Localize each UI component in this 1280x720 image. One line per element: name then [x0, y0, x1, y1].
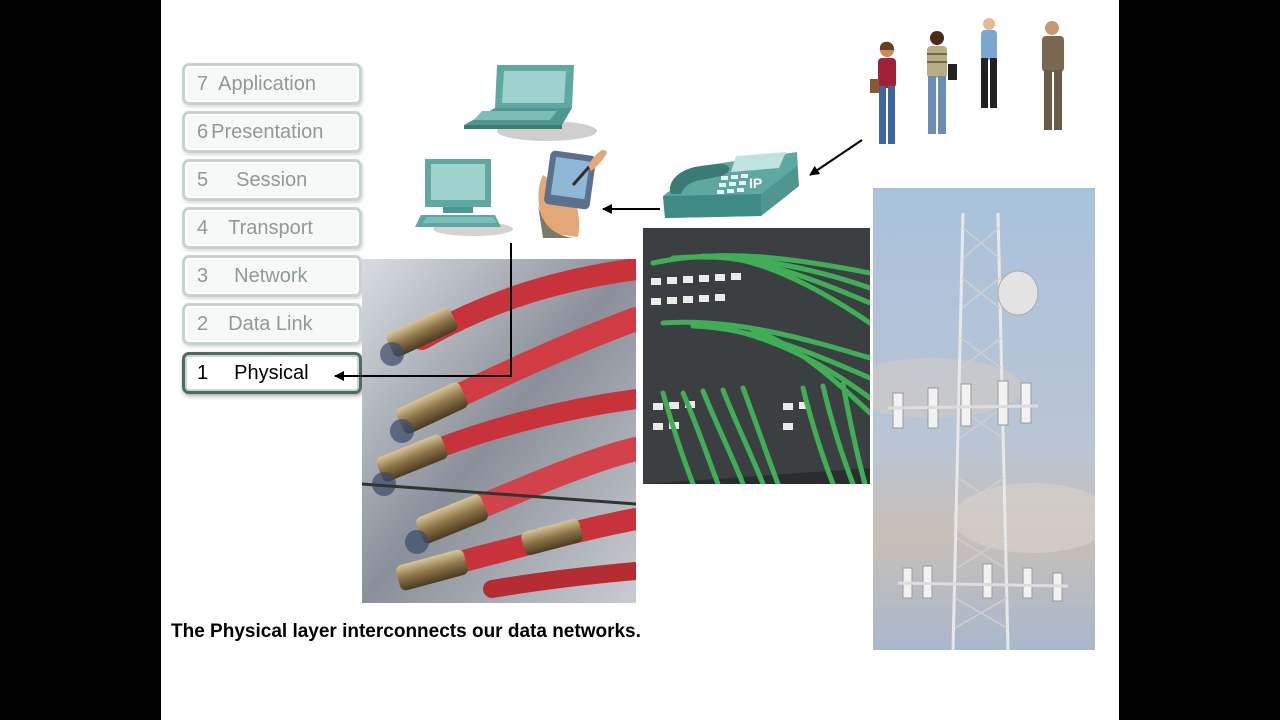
patch-panel-photo [643, 228, 870, 484]
layer-number: 6 [197, 120, 209, 143]
layer-name: Session [236, 168, 308, 191]
layer-number: 5 [197, 168, 209, 191]
fiber-cables-photo [362, 259, 636, 603]
person-woman-blue [981, 18, 997, 108]
layer-number: 1 [197, 361, 209, 384]
layer-number: 7 [197, 72, 209, 95]
pda-hand-icon [533, 145, 608, 238]
osi-layer-application[interactable]: 7 Application [182, 63, 362, 105]
desktop-computer-icon [413, 155, 513, 237]
person-man-suit [1042, 21, 1064, 130]
layer-name: Presentation [211, 120, 324, 143]
layer-number: 4 [197, 216, 209, 239]
laptop-icon [462, 63, 597, 143]
layer-name: Data Link [228, 312, 313, 335]
osi-layer-physical[interactable]: 1 Physical [182, 352, 362, 394]
person-man-striped [927, 31, 957, 134]
ip-phone-label: IP [749, 175, 763, 191]
osi-layer-data-link[interactable]: 2 Data Link [182, 303, 362, 345]
cell-tower-photo [873, 188, 1095, 650]
layer-name: Physical [234, 361, 309, 384]
caption-text: The Physical layer interconnects our dat… [171, 621, 641, 642]
layer-name: Network [234, 264, 308, 287]
layer-name: Application [218, 72, 316, 95]
people-icon [860, 14, 1100, 154]
arrow-people-to-phone [809, 139, 863, 176]
layer-number: 2 [197, 312, 209, 335]
layer-number: 3 [197, 264, 209, 287]
osi-layer-presentation[interactable]: 6 Presentation [182, 111, 362, 153]
arrow-devices-to-physical [334, 243, 512, 381]
osi-layer-session[interactable]: 5 Session [182, 159, 362, 201]
person-woman-red [870, 41, 896, 144]
ip-phone-icon: IP [661, 146, 799, 218]
osi-layer-transport[interactable]: 4 Transport [182, 207, 362, 249]
osi-layer-network[interactable]: 3 Network [182, 255, 362, 297]
layer-name: Transport [228, 216, 313, 239]
